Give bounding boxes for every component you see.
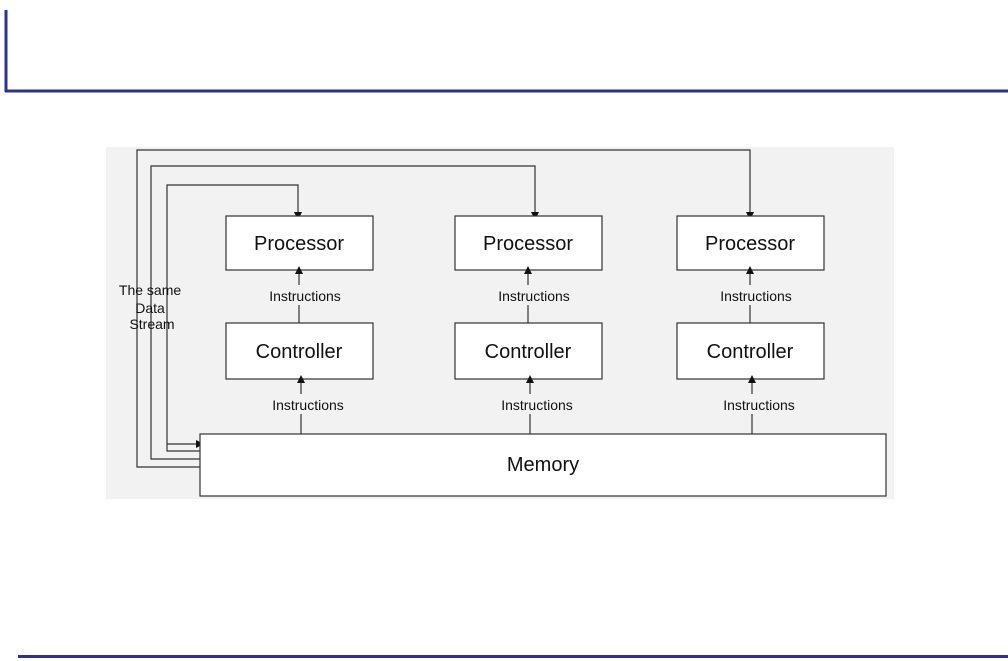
instructions-label-bg-upper-2 — [475, 285, 593, 305]
unit-2: Processor Instructions Controller Instru… — [454, 215, 603, 434]
processor-label-1: Processor — [254, 233, 344, 255]
instructions-label-bg-lower-1 — [248, 394, 366, 414]
controller-box-2 — [454, 322, 603, 380]
unit-1: Processor Instructions Controller Instru… — [225, 215, 374, 434]
data-stream-label: The same Data Stream — [119, 282, 185, 332]
controller-box-1 — [225, 322, 374, 380]
controller-label-2: Controller — [485, 341, 572, 363]
controller-label-3: Controller — [707, 341, 794, 363]
data-stream-line-unit-3 — [136, 149, 754, 468]
processor-box-1 — [225, 215, 374, 271]
memory-box — [199, 433, 887, 497]
instructions-label-bg-lower-3 — [699, 394, 817, 414]
instructions-label-lower-2: Instructions — [501, 397, 573, 413]
data-stream-line-unit-1 — [166, 184, 302, 452]
instructions-label-upper-3: Instructions — [720, 288, 792, 304]
instructions-label-lower-3: Instructions — [723, 397, 795, 413]
instructions-label-upper-2: Instructions — [498, 288, 570, 304]
instructions-label-bg-lower-2 — [477, 394, 595, 414]
data-stream-label-line-2: Data — [135, 300, 165, 316]
data-stream-label-line-3: Stream — [129, 316, 174, 332]
processor-box-2 — [454, 215, 603, 271]
instructions-label-upper-1: Instructions — [269, 288, 341, 304]
footer-rule — [18, 655, 1008, 658]
memory-label: Memory — [507, 454, 579, 476]
instructions-label-bg-upper-3 — [697, 285, 815, 305]
title-frame — [4, 10, 1008, 93]
processor-label-2: Processor — [483, 233, 573, 255]
data-stream-lines — [136, 149, 754, 468]
controller-label-1: Controller — [256, 341, 343, 363]
processor-box-3 — [676, 215, 825, 271]
instructions-label-lower-1: Instructions — [272, 397, 344, 413]
data-stream-label-line-1: The same — [119, 282, 181, 298]
data-stream-line-unit-2 — [150, 165, 539, 460]
instructions-label-bg-upper-1 — [246, 285, 364, 305]
unit-3: Processor Instructions Controller Instru… — [676, 215, 825, 434]
controller-box-3 — [676, 322, 825, 380]
processor-label-3: Processor — [705, 233, 795, 255]
